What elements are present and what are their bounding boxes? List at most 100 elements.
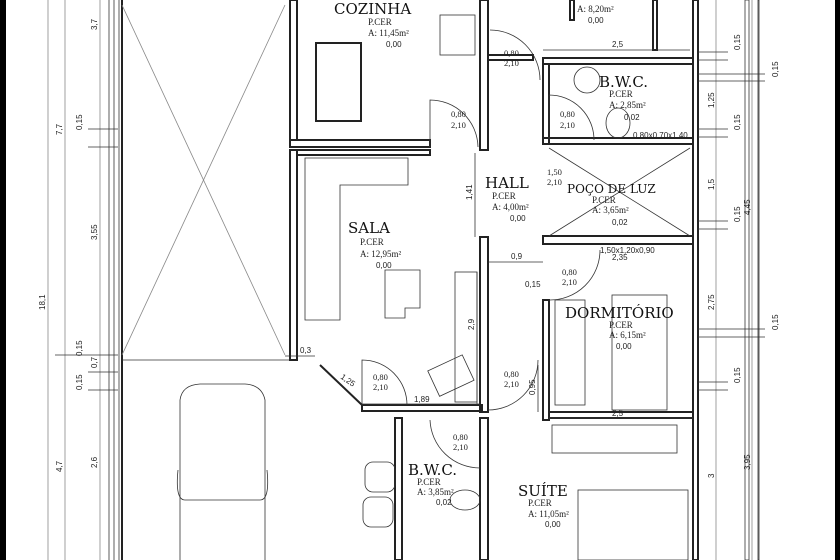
dim-label: 0,80 <box>504 48 519 58</box>
room-bwc-2: B.W.C. P.CER A: 3,85m² 0,02 <box>408 461 457 507</box>
coffee-table <box>384 269 421 319</box>
room-name: B.W.C. <box>599 73 648 91</box>
wardrobe-suite <box>551 424 678 454</box>
room-floor: P.CER <box>609 89 633 99</box>
level-mark: 0,00 <box>510 214 526 223</box>
dim-label: 1,89 <box>414 395 430 404</box>
room-floor: P.CER <box>592 195 616 205</box>
room-area: A: 6,15m² <box>609 330 646 340</box>
wardrobe <box>554 299 586 406</box>
window-label: 1,50x1,20x0,90 <box>600 246 655 255</box>
dim-label: 1,41 <box>465 184 474 200</box>
dim-label: 2,6 <box>90 456 99 468</box>
dim-label: 0,15 <box>525 280 541 289</box>
dining-table <box>315 42 362 122</box>
dim-label: 0,15 <box>75 114 84 130</box>
dim-label: 2,9 <box>467 318 476 330</box>
dim-label: 2,10 <box>504 379 519 389</box>
room-name: COZINHA <box>334 0 411 18</box>
dim-label: 2,10 <box>560 120 575 130</box>
dim-label: 0,95 <box>528 379 537 395</box>
dim-label: 4,45 <box>743 199 752 215</box>
dim-label: 2,10 <box>547 177 562 187</box>
sofa <box>304 157 409 321</box>
window-label: 0,80x0,70x1,40 <box>633 131 688 140</box>
room-floor: P.CER <box>368 17 392 27</box>
room-bwc-1: B.W.C. P.CER A: 2,85m² 0,02 <box>599 73 648 122</box>
room-top-partial: A: 8,20m² 0,00 <box>577 4 614 25</box>
door-labels: 0,802,10 0,802,10 0,802,10 1,502,10 0,80… <box>373 48 688 452</box>
room-area: A: 11,45m² <box>368 28 409 38</box>
chair <box>362 496 394 528</box>
dim-label: 2,75 <box>707 294 716 310</box>
dim-label: 2,35 <box>612 253 628 262</box>
toilet <box>605 107 631 139</box>
right-border <box>835 0 840 560</box>
dim-label: 0,80 <box>373 372 388 382</box>
level-mark: 0,02 <box>624 113 640 122</box>
dim-label: 0,15 <box>771 314 780 330</box>
level-mark: 0,00 <box>376 261 392 270</box>
dim-label: 3 <box>707 473 716 478</box>
level-mark: 0,02 <box>612 218 628 227</box>
dim-label: 18,1 <box>38 294 47 310</box>
room-area: A: 2,85m² <box>609 100 646 110</box>
dim-label: 0,80 <box>562 267 577 277</box>
level-mark: 0,00 <box>588 16 604 25</box>
dim-label: 0,7 <box>90 356 99 368</box>
dim-label: 0,80 <box>560 109 575 119</box>
garage <box>121 4 290 560</box>
right-dimensions: 1,25 1,5 2,75 3 4,45 3,95 0,15 0,15 0,15… <box>698 0 780 560</box>
dim-label: 1,25 <box>707 92 716 108</box>
dim-label: 0,15 <box>733 206 742 222</box>
room-name: POÇO DE LUZ <box>567 182 656 196</box>
dim-label: 0,15 <box>733 34 742 50</box>
room-floor: P.CER <box>609 320 633 330</box>
room-floor: P.CER <box>417 477 441 487</box>
room-dormitorio: DORMITÓRIO P.CER A: 6,15m² 0,00 <box>565 304 674 351</box>
dim-label: 2,10 <box>373 382 388 392</box>
car-outline <box>179 383 266 560</box>
room-floor: P.CER <box>492 191 516 201</box>
room-cozinha: COZINHA P.CER A: 11,45m² 0,00 <box>334 0 411 49</box>
tv-stand <box>454 271 478 403</box>
armchair <box>427 354 475 397</box>
room-name: SUÍTE <box>518 482 568 500</box>
dim-label: 2,10 <box>504 58 519 68</box>
dim-label: 2,10 <box>453 442 468 452</box>
dim-label: 0,15 <box>733 114 742 130</box>
dim-label: 2,10 <box>451 120 466 130</box>
toilet-2 <box>449 489 481 511</box>
level-mark: 0,00 <box>545 520 561 529</box>
room-floor: P.CER <box>360 237 384 247</box>
room-area: A: 3,65m² <box>592 205 629 215</box>
dim-label: 2,5 <box>612 40 624 49</box>
dim-label: 0,80 <box>504 369 519 379</box>
dim-label: 2,5 <box>612 409 624 418</box>
bed <box>611 294 668 411</box>
room-area: A: 12,95m² <box>360 249 402 259</box>
room-name: SALA <box>348 219 390 237</box>
level-mark: 0,02 <box>436 498 452 507</box>
dim-label: 3,55 <box>90 224 99 240</box>
room-area: A: 3,85m² <box>417 487 454 497</box>
door-swings <box>361 29 601 469</box>
dim-label: 0,9 <box>511 252 523 261</box>
dim-label: 0,15 <box>75 374 84 390</box>
room-name: B.W.C. <box>408 461 457 479</box>
room-area: A: 11,05m² <box>528 509 569 519</box>
room-hall: HALL P.CER A: 4,00m² 0,00 <box>485 174 529 223</box>
dim-label: 3,7 <box>90 18 99 30</box>
room-sala: SALA P.CER A: 12,95m² 0,00 <box>348 219 402 270</box>
dim-label: 0,15 <box>733 367 742 383</box>
dim-label: 0,80 <box>453 432 468 442</box>
room-name: DORMITÓRIO <box>565 304 674 322</box>
room-poco-de-luz: POÇO DE LUZ P.CER A: 3,65m² 0,02 <box>567 182 656 227</box>
dim-label: 0,80 <box>451 109 466 119</box>
room-suite: SUÍTE P.CER A: 11,05m² 0,00 <box>518 482 569 529</box>
level-mark: 0,00 <box>616 342 632 351</box>
dim-label: 3,95 <box>743 454 752 470</box>
dim-label: 0,15 <box>771 61 780 77</box>
